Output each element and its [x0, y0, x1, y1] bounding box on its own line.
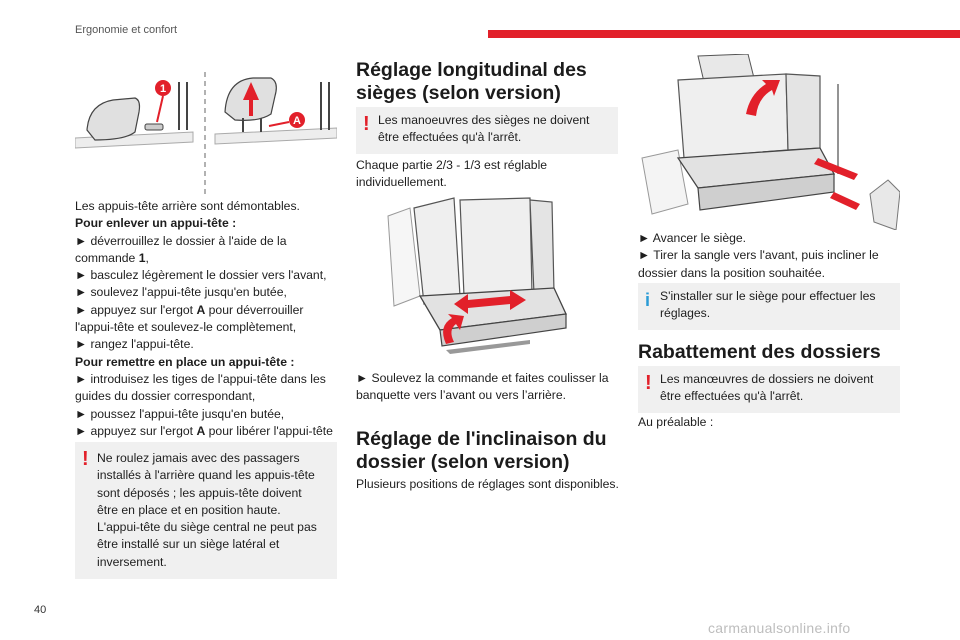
warning-text-2: L'appui-tête du siège central ne peut pa…	[97, 520, 317, 569]
refit-step-insert: ► introduisez les tiges de l'appui-tête …	[75, 371, 326, 404]
slide-step: ► Soulevez la commande et faites couliss…	[356, 371, 609, 403]
refit-step-push: ► poussez l'appui-tête jusqu'en butée,	[75, 406, 285, 421]
headrest-removal-figure: 1 A	[75, 72, 337, 194]
recline-paragraph: Plusieurs positions de réglages sont dis…	[356, 477, 619, 491]
remove-step-press: ► appuyez sur l'ergot A pour déverrouill…	[75, 302, 304, 335]
warning-icon: !	[363, 113, 370, 135]
warning-text: Les manœuvres de dossiers ne doivent êtr…	[660, 372, 874, 404]
folding-paragraph: Au préalable :	[638, 415, 714, 429]
info-text: S'installer sur le siège pour effectuer …	[660, 289, 876, 321]
folding-warning-box: ! Les manœuvres de dossiers ne doivent ê…	[638, 366, 900, 413]
watermark: carmanualsonline.info	[708, 620, 851, 636]
remove-step-lift: ► soulevez l'appui-tête jusqu'en butée,	[75, 285, 287, 300]
heading-folding: Rabattement des dossiers	[638, 341, 881, 363]
warning-text: Les manoeuvres des sièges ne doivent êtr…	[378, 113, 590, 145]
headrest-warning-box: ! Ne roulez jamais avec des passagers in…	[75, 442, 337, 580]
remove-step-tilt: ► basculez légèrement le dossier vers l'…	[75, 268, 327, 283]
backrest-recline-figure	[638, 54, 900, 230]
figure-label-1: 1	[160, 83, 166, 95]
info-icon: i	[645, 290, 651, 310]
recline-steps: ► Avancer le siège. ► Tirer la sangle ve…	[638, 230, 902, 282]
bench-slide-figure	[380, 196, 574, 362]
remove-step-unlock: ► déverrouillez le dossier à l'aide de l…	[75, 233, 287, 265]
header-section-title: Ergonomie et confort	[75, 24, 178, 36]
remove-title: Pour enlever un appui-tête :	[75, 216, 237, 231]
warning-text-1: Ne roulez jamais avec des passagers inst…	[97, 451, 315, 517]
headrest-instructions: Les appuis-tête arrière sont démontables…	[75, 198, 341, 457]
page-number: 40	[34, 604, 47, 616]
recline-step-strap: ► Tirer la sangle vers l'avant, puis inc…	[638, 248, 879, 280]
remove-step-store: ► rangez l'appui-tête.	[75, 337, 194, 352]
longitudinal-paragraph: Chaque partie 2/3 - 1/3 est réglable ind…	[356, 158, 548, 190]
heading-recline: Réglage de l'inclinaison du dossier (sel…	[356, 428, 607, 473]
heading-longitudinal: Réglage longitudinal des sièges (selon v…	[356, 59, 587, 104]
header-accent-bar	[488, 30, 960, 38]
refit-title: Pour remettre en place un appui-tête :	[75, 354, 295, 369]
warning-icon: !	[82, 448, 89, 470]
longitudinal-warning-box: ! Les manoeuvres des sièges ne doivent ê…	[356, 107, 618, 154]
figure-label-a: A	[293, 115, 301, 127]
recline-info-box: i S'installer sur le siège pour effectue…	[638, 283, 900, 330]
warning-icon: !	[645, 372, 652, 394]
recline-step-forward: ► Avancer le siège.	[638, 231, 747, 245]
headrest-intro: Les appuis-tête arrière sont démontables…	[75, 199, 300, 213]
